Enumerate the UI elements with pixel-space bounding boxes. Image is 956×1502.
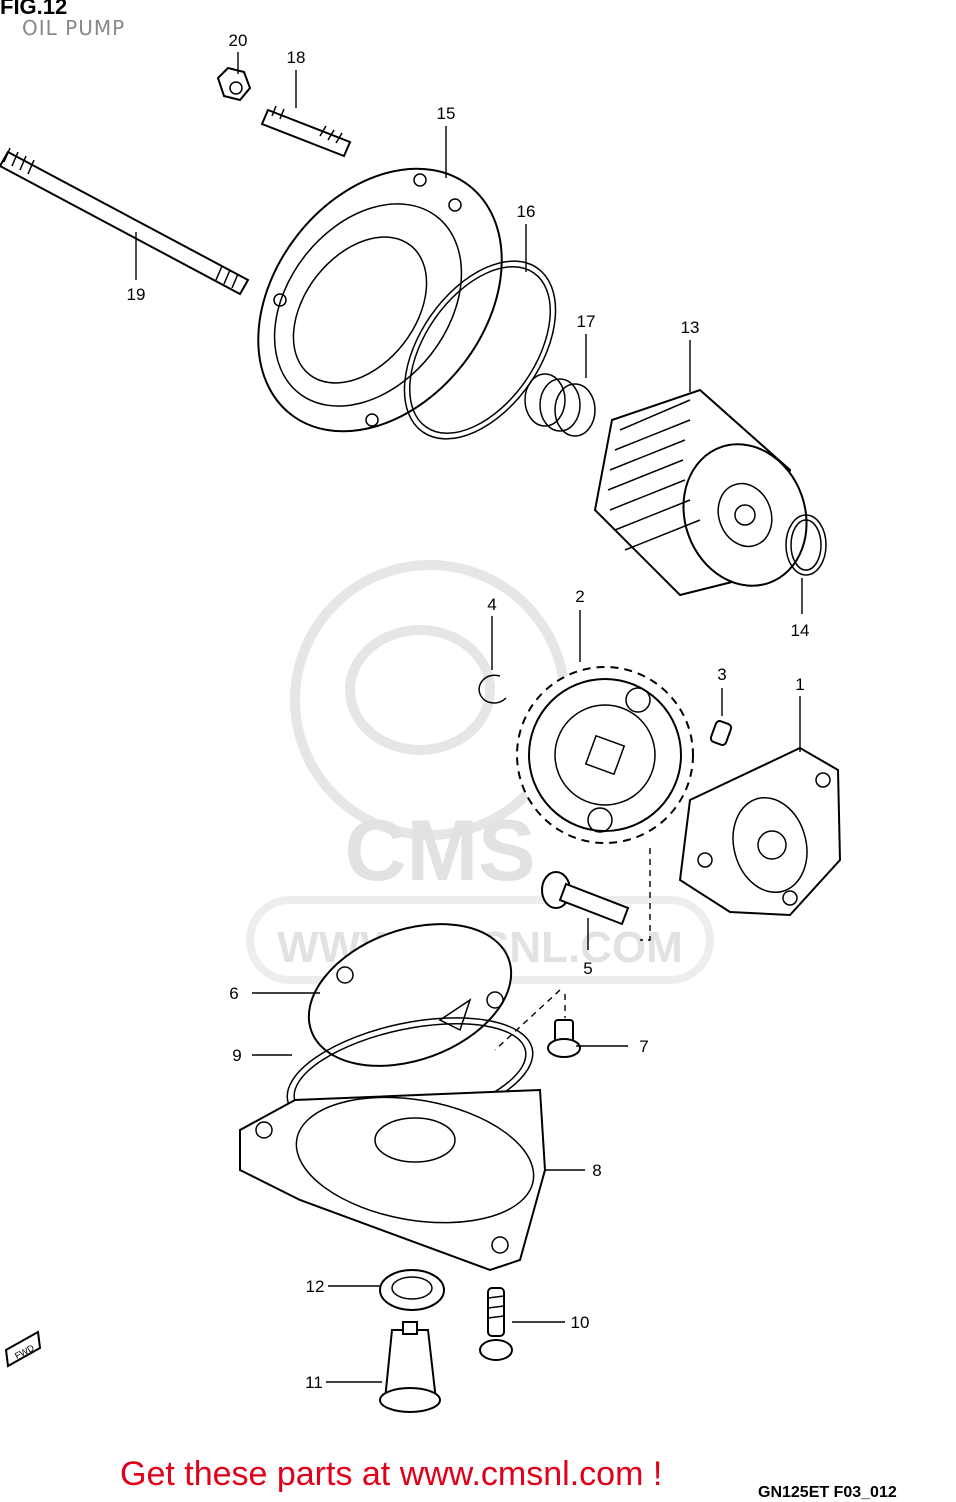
part-12-washer[interactable]	[379, 1269, 445, 1311]
part-13-oil-filter[interactable]	[593, 388, 826, 603]
callout-10: 10	[571, 1313, 590, 1332]
callout-9: 9	[232, 1046, 241, 1065]
fwd-arrow-icon: FWD	[4, 1330, 42, 1368]
callout-5: 5	[583, 959, 592, 978]
callout-20: 20	[229, 31, 248, 50]
figure-title: FIG.12	[0, 0, 68, 19]
part-10-bolt[interactable]	[479, 1287, 513, 1361]
callout-4: 4	[487, 595, 496, 614]
part-8-lower-cover[interactable]	[239, 1080, 547, 1272]
part-4-circlip[interactable]	[478, 674, 507, 704]
part-20-nut[interactable]	[216, 66, 252, 102]
callout-12: 12	[306, 1277, 325, 1296]
part-2-gear[interactable]	[516, 666, 694, 844]
figure-subtitle: OIL PUMP	[22, 16, 126, 40]
callout-13: 13	[681, 318, 700, 337]
part-3-pin[interactable]	[709, 720, 733, 746]
part-18-stud[interactable]	[260, 105, 352, 158]
part-15-cover-plate[interactable]	[208, 121, 552, 479]
callout-7: 7	[639, 1037, 648, 1056]
diagram-code: GN125ET F03_012	[758, 1484, 897, 1501]
callout-15: 15	[437, 104, 456, 123]
part-14-small-o-ring[interactable]	[785, 514, 827, 576]
callout-19: 19	[127, 285, 146, 304]
part-6-gasket[interactable]	[289, 898, 531, 1092]
callout-18: 18	[287, 48, 306, 67]
part-17-spring[interactable]	[524, 373, 596, 437]
callout-2: 2	[575, 587, 584, 606]
part-5-bolt[interactable]	[541, 871, 630, 926]
watermark-brand: CMS	[344, 803, 535, 899]
promo-link-text[interactable]: Get these parts at www.cmsnl.com !	[120, 1455, 663, 1493]
part-11-drain-plug[interactable]	[379, 1321, 441, 1413]
leader-lines	[135, 52, 803, 1383]
callout-8: 8	[592, 1161, 601, 1180]
callout-17: 17	[577, 312, 596, 331]
callout-11: 11	[305, 1373, 323, 1392]
callout-3: 3	[717, 665, 726, 684]
part-1-pump-body[interactable]	[678, 746, 842, 917]
part-7-small-bolt[interactable]	[547, 1019, 581, 1058]
callout-14: 14	[791, 621, 810, 640]
part-19-long-shaft[interactable]	[0, 147, 250, 296]
callout-16: 16	[517, 202, 536, 221]
callout-labels: 20 18 15 16 19 17 13 14 4 2 3 1 5 6 9 7 …	[127, 31, 810, 1392]
callout-6: 6	[229, 984, 238, 1003]
callout-1: 1	[795, 675, 804, 694]
